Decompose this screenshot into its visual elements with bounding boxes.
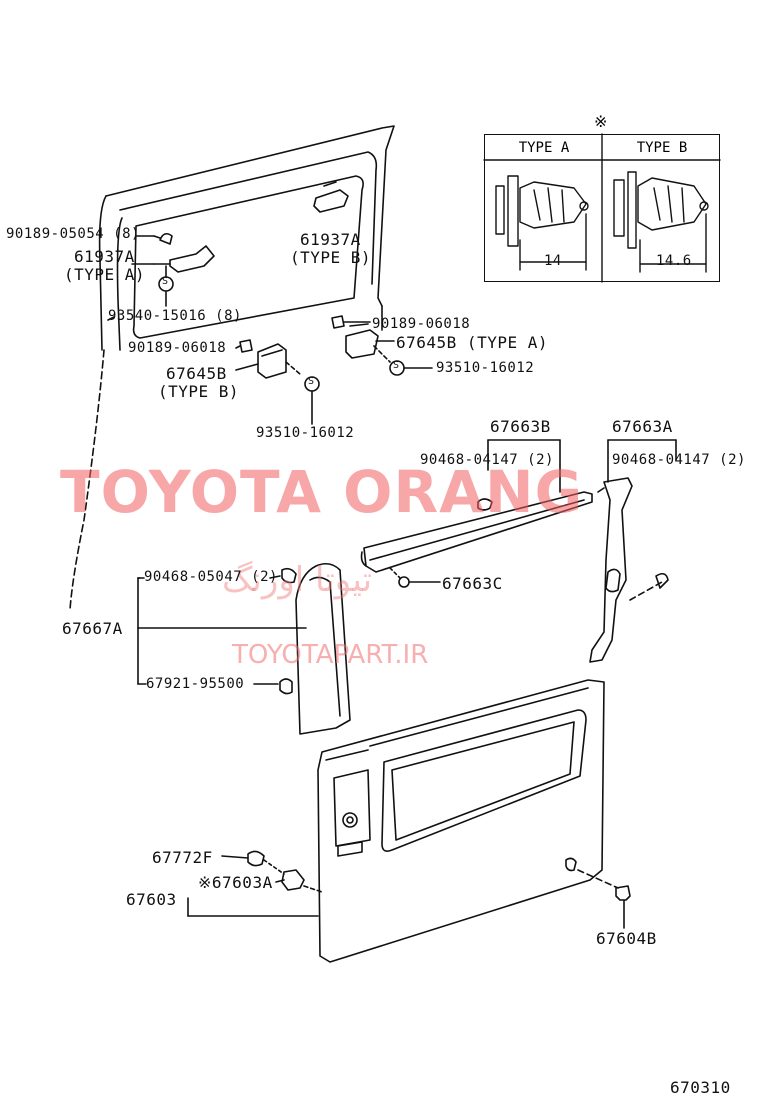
door-trim-panel-67603 (317, 679, 619, 963)
type-b-header: TYPE B (636, 140, 688, 156)
part-label: (TYPE A) (64, 265, 146, 284)
bracket-67645b-left (235, 339, 301, 379)
part-label: 90468-04147 (2) (420, 452, 554, 468)
dimension-type-a: 14 (544, 253, 562, 269)
part-label: 90189-06018 (128, 340, 227, 356)
clip-61937a-type-b (313, 181, 349, 213)
part-label: 67663A (612, 417, 673, 436)
part-label: 61937A (74, 247, 135, 266)
part-label: 90468-04147 (2) (612, 452, 746, 468)
inset-mark: ※ (594, 112, 608, 131)
inset-clip-type-b (613, 171, 709, 273)
clip-61937a-type-a (153, 232, 215, 273)
part-label: 93510-16012 (256, 425, 355, 441)
part-label: (TYPE B) (158, 382, 240, 401)
bracket-67645b-right (331, 315, 391, 363)
watermark-persian: تیوتا اورنگ (222, 560, 373, 600)
screw-67663c (389, 567, 441, 588)
part-label: 67663C (442, 574, 503, 593)
s-symbol: S (162, 276, 169, 287)
type-a-header: TYPE A (518, 140, 570, 156)
s-symbol: S (393, 360, 400, 371)
part-label: 93510-16012 (436, 360, 535, 376)
part-label: 67667A (62, 619, 123, 638)
part-label: 67921-95500 (146, 676, 245, 692)
part-label: 67772F (152, 848, 213, 867)
part-label: 90468-05047 (2) (144, 569, 278, 585)
part-label: 67645B (TYPE A) (396, 333, 548, 352)
diagram-code: 670310 (670, 1078, 731, 1097)
part-label: 67603 (126, 890, 177, 909)
part-label: (TYPE B) (290, 248, 372, 267)
door-frame-outline (69, 125, 395, 611)
clip-67604b (615, 885, 631, 929)
dimension-type-b: 14.6 (656, 253, 692, 269)
part-label: ※67603A (198, 873, 273, 892)
part-label: 90189-06018 (372, 316, 471, 332)
part-label: 61937A (300, 230, 361, 249)
clip-type-inset: TYPE A TYPE B (484, 134, 720, 282)
part-label: 90189-05054 (8) (6, 226, 140, 242)
part-label: 67604B (596, 929, 657, 948)
trim-67663a (589, 439, 677, 663)
part-label: 67645B (166, 364, 227, 383)
trim-67663b (360, 439, 593, 573)
inset-clip-type-a (483, 133, 721, 283)
s-symbol: S (308, 376, 315, 387)
pillar-trim-67667a (279, 562, 351, 735)
part-label: 67663B (490, 417, 551, 436)
watermark-brand: TOYOTA ORANG (60, 458, 584, 526)
clips-lower-left (187, 850, 323, 917)
part-label: 93540-15016 (8) (108, 308, 242, 324)
watermark-url: TOYOTAPART.IR (232, 640, 429, 670)
